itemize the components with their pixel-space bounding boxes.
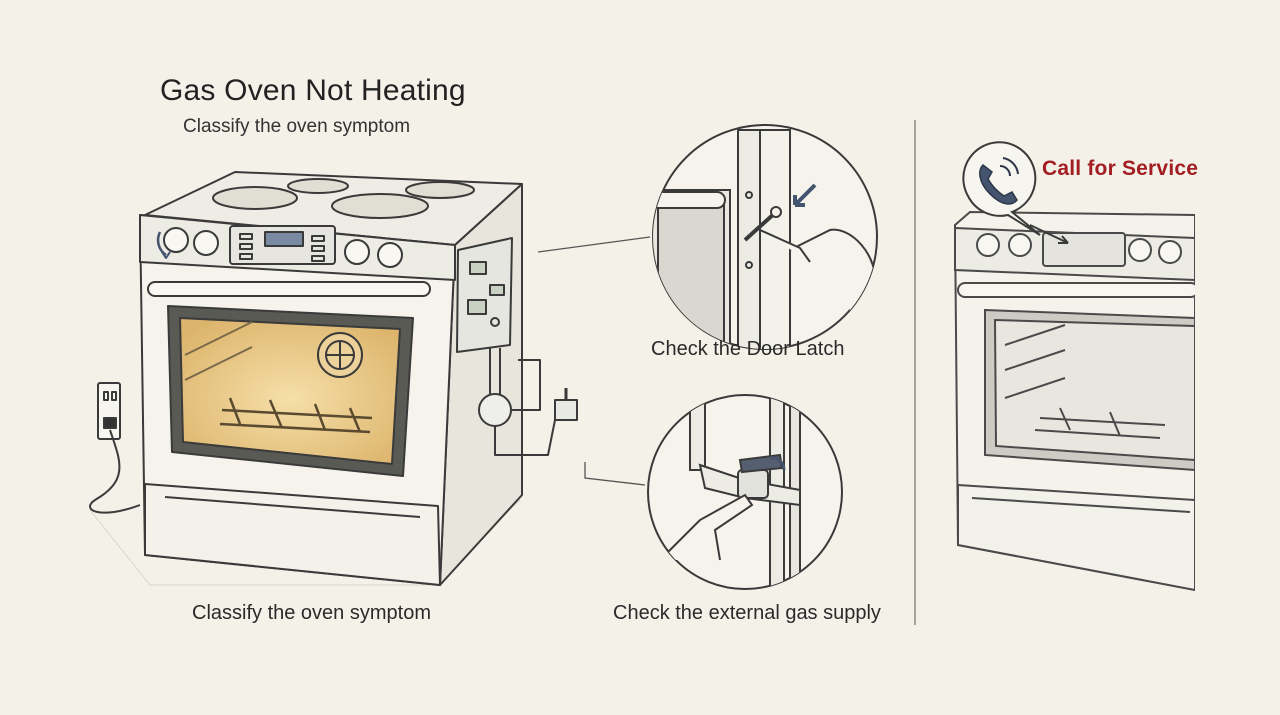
- gas-valve-icon: [647, 394, 843, 590]
- power-outlet-icon: [89, 382, 141, 514]
- diagram-title: Gas Oven Not Heating: [160, 74, 466, 107]
- step-label-door-latch: Check the Door Latch: [651, 338, 845, 360]
- step-label-gas-supply: Check the external gas supply: [613, 602, 881, 624]
- step-label-classify: Classify the oven symptom: [192, 602, 431, 624]
- oven-icon: [89, 171, 578, 586]
- control-board-icon: [456, 237, 513, 353]
- service-oven-icon: [953, 210, 1195, 592]
- diagram-subtitle: Classify the oven symptom: [183, 116, 411, 137]
- step-label-call-service: Call for Service: [1042, 157, 1199, 180]
- phone-icon: [962, 141, 1069, 244]
- connector-lines: [537, 236, 651, 486]
- door-latch-icon: [652, 124, 878, 350]
